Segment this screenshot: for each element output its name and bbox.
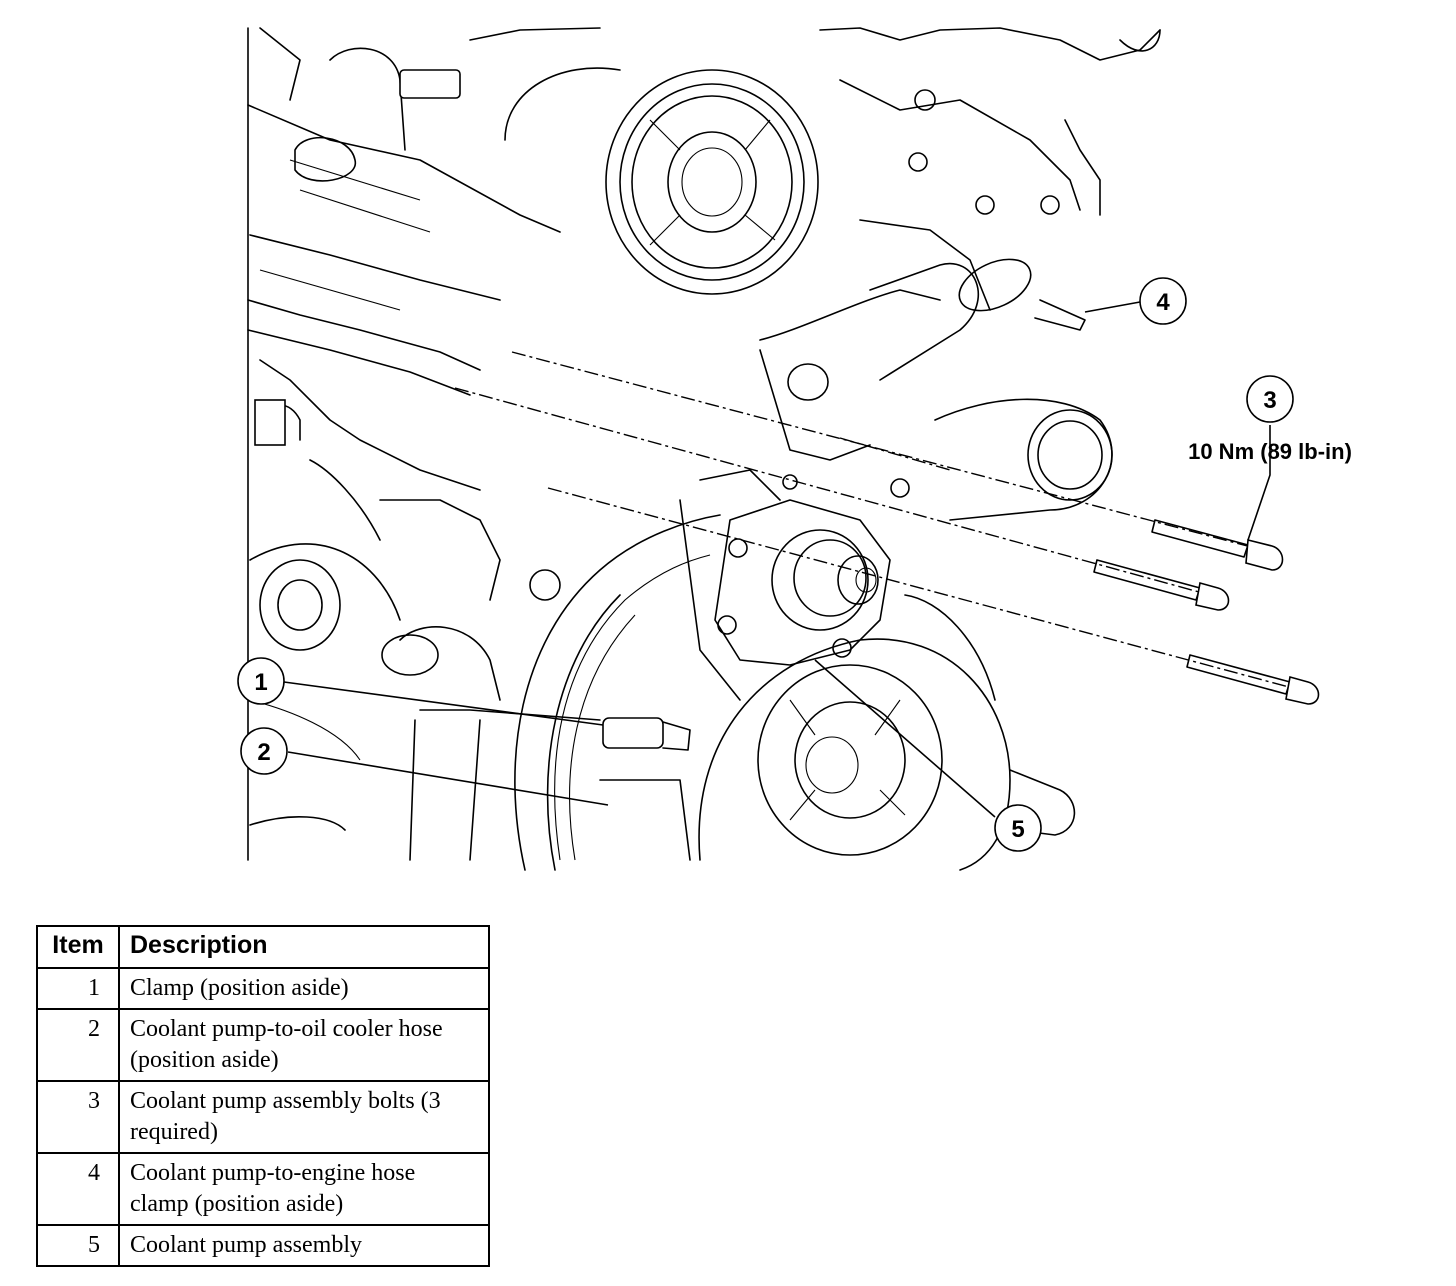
callout-3: 3 10 Nm (89 lb-in) [1188,375,1352,464]
callout-4: 4 [1139,277,1187,325]
legend-item-number: 3 [36,1080,120,1154]
table-row: 1 Clamp (position aside) [36,967,490,1010]
callout-1-number: 1 [254,669,267,696]
bolt [1186,654,1320,705]
callout-2-number: 2 [257,739,270,766]
pulley [605,69,819,295]
legend-item-number: 1 [36,967,120,1010]
torque-spec: 10 Nm (89 lb-in) [1188,439,1352,464]
bolt [1151,519,1284,571]
engine-illustration: 1 2 3 10 Nm (89 lb-in) 4 5 [237,27,1352,871]
legend-header-item: Item [36,925,120,969]
legend-item-number: 5 [36,1224,120,1267]
callout-2: 2 [240,727,288,775]
legend-item-description: Coolant pump-to-engine hose clamp (posit… [118,1152,490,1226]
table-row: 3 Coolant pump assembly bolts (3 require… [36,1080,490,1154]
callout-5-number: 5 [1011,816,1024,843]
bolt-set [1093,519,1320,705]
legend-item-number: 4 [36,1152,120,1226]
bolt-alignment-lines [454,351,1301,691]
callout-1: 1 [237,657,285,705]
legend-header-row: Item Description [36,925,490,969]
table-row: 4 Coolant pump-to-engine hose clamp (pos… [36,1152,490,1226]
legend-item-description: Coolant pump-to-oil cooler hose (positio… [118,1008,490,1082]
legend-item-description: Clamp (position aside) [118,967,490,1010]
legend-table: Item Description 1 Clamp (position aside… [36,925,490,1267]
callout-3-number: 3 [1263,387,1276,414]
table-row: 2 Coolant pump-to-oil cooler hose (posit… [36,1008,490,1082]
coolant-pump [679,469,910,701]
clamp [602,717,664,749]
legend-header-description: Description [118,925,490,969]
table-row: 5 Coolant pump assembly [36,1224,490,1267]
legend-item-number: 2 [36,1008,120,1082]
bolt [1093,559,1230,611]
callout-4-number: 4 [1156,289,1170,316]
leader-lines [283,301,1271,818]
legend-item-description: Coolant pump assembly bolts (3 required) [118,1080,490,1154]
engine-line-art [247,27,1161,871]
callout-5: 5 [994,804,1042,852]
legend-item-description: Coolant pump assembly [118,1224,490,1267]
